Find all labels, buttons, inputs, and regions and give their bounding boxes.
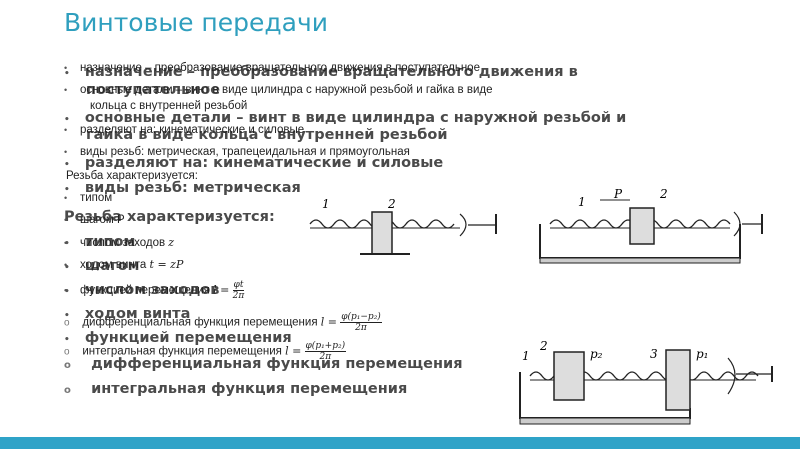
list-item-cont: кольца с внутренней резьбой xyxy=(90,100,248,112)
list-item: • шагом P xyxy=(64,214,125,226)
formula-lead: t = zP xyxy=(149,258,184,271)
list-item: • назначение – преобразование вращательн… xyxy=(64,62,480,74)
list-subitem: o дифференциальная функция перемещения xyxy=(64,356,463,372)
formula-integral: φ(p₁+p₂)2π xyxy=(304,341,347,362)
label-1: 1 xyxy=(522,349,530,363)
nut-2 xyxy=(553,351,585,401)
label-p: P xyxy=(613,187,623,201)
list-item: • ходом винта t = zP xyxy=(64,258,184,271)
list-item: • ходом винта xyxy=(64,306,191,322)
label-2: 2 xyxy=(659,187,668,201)
list-item: • разделяют на: кинематические и силовые xyxy=(64,124,305,136)
label-p2: p₂ xyxy=(590,347,603,361)
figure-screw-housing: 1 P 2 xyxy=(530,184,770,264)
list-item: • числом заходов z xyxy=(64,236,175,249)
list-item-cont: поступательное xyxy=(86,82,221,98)
list-item: • виды резьб: метрическая, трапецеидальн… xyxy=(64,146,410,158)
rotation-arrow-icon xyxy=(727,357,736,395)
label-1: 1 xyxy=(578,195,586,209)
list-item: • основные детали – винт в виде цилиндра… xyxy=(64,110,627,126)
list-subitem: o интегральная функция перемещения l = φ… xyxy=(64,341,347,362)
list-item: • типом xyxy=(64,192,113,204)
figure-screw-basic: 1 2 xyxy=(300,184,520,264)
label-3: 3 xyxy=(650,347,658,361)
figure-differential-screw: 1 2 p₂ 3 p₁ xyxy=(510,336,780,436)
label-1: 1 xyxy=(322,197,330,211)
list-subitem: o интегральная функция перемещения xyxy=(64,381,408,397)
list-item: • разделяют на: кинематические и силовые xyxy=(64,155,444,171)
nut-3 xyxy=(665,349,691,411)
list-item-cont: гайка в виде кольца с внутренней резьбой xyxy=(86,127,448,143)
list-item: • типом xyxy=(64,234,136,250)
label-p1: p₁ xyxy=(696,347,709,361)
formula-differential: φ(p₁−p₂)2π xyxy=(340,312,382,333)
nut-block xyxy=(371,211,393,255)
rotation-arrow-icon xyxy=(459,213,467,237)
label-2: 2 xyxy=(539,339,548,353)
list-item: • назначение – преобразование вращательн… xyxy=(64,64,578,80)
slide-title: Винтовые передачи xyxy=(64,8,329,37)
list-subitem: o дифференциальная функция перемещения l… xyxy=(64,312,382,333)
list-item: • функцией перемещения xyxy=(64,330,292,346)
nut-block xyxy=(629,207,655,245)
list-item: • основные детали – винт в виде цилиндра… xyxy=(64,84,493,96)
formula-starts: z xyxy=(168,236,175,249)
list-item: • числом заходов xyxy=(64,282,220,298)
rotation-arrow-icon xyxy=(733,211,741,237)
list-heading: Резьба характеризуется: xyxy=(64,209,275,225)
bottom-accent-bar xyxy=(0,437,800,449)
list-item: • шагом xyxy=(64,258,140,274)
label-2: 2 xyxy=(387,197,396,211)
list-heading: Резьба характеризуется: xyxy=(66,170,198,182)
